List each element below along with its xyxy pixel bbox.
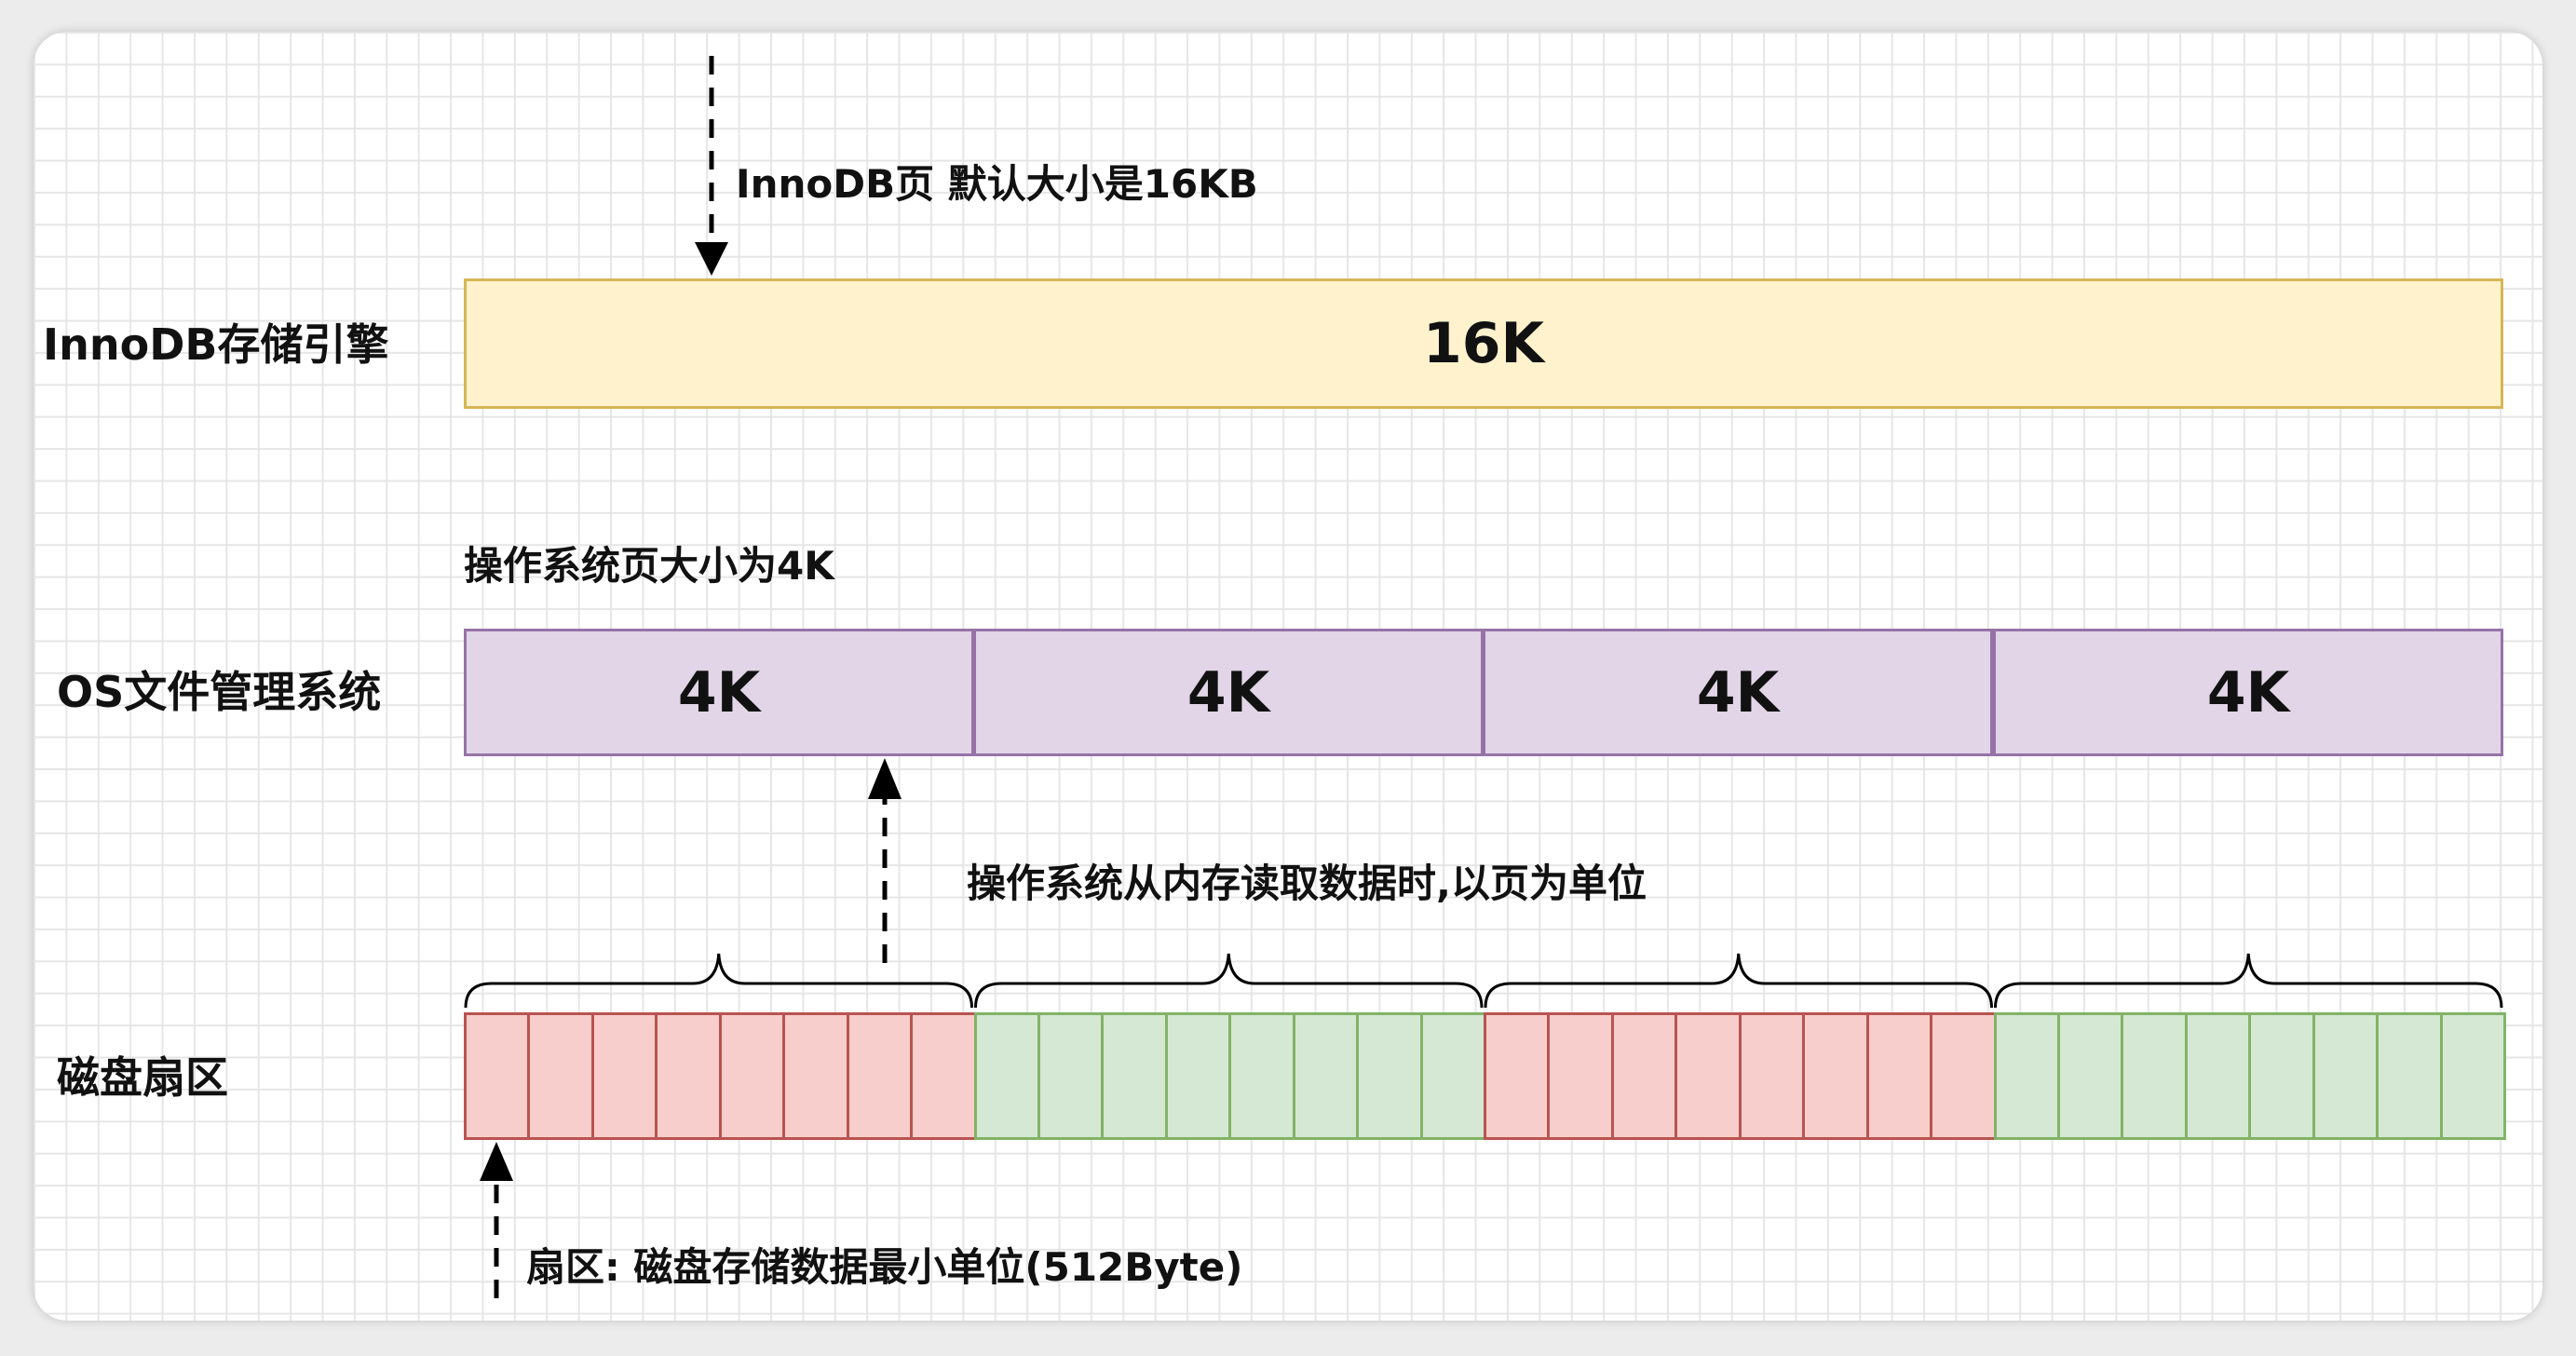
sector-group-brace: [464, 953, 973, 1009]
disk-sector-cell: [1930, 1012, 1997, 1140]
note-sector-definition: 扇区: 磁盘存储数据最小单位(512Byte): [526, 1244, 1243, 1290]
note-innodb-page-size: InnoDB页 默认大小是16KB: [736, 161, 1258, 207]
sector-group-brace: [1484, 953, 1993, 1009]
diagram-canvas: InnoDB存储引擎 OS文件管理系统 磁盘扇区 InnoDB页 默认大小是16…: [34, 32, 2542, 1321]
disk-sector-cell: [464, 1012, 531, 1140]
disk-sector-cell: [973, 1012, 1040, 1140]
os-page-block: 4K: [464, 629, 974, 756]
innodb-page-block: 16K: [464, 278, 2503, 409]
disk-sector-cell: [2056, 1012, 2124, 1140]
label-os-file-system: OS文件管理系统: [57, 667, 382, 717]
disk-sector-cell: [2439, 1012, 2506, 1140]
disk-sector-cell: [527, 1012, 594, 1140]
disk-sector-cell: [1865, 1012, 1933, 1140]
disk-sector-cell: [2121, 1012, 2188, 1140]
os-page-label: 4K: [1696, 659, 1780, 725]
innodb-page-size-label: 16K: [1423, 311, 1544, 376]
sector-group-brace: [1994, 953, 2503, 1009]
disk-sector-cell: [1484, 1012, 1551, 1140]
disk-sector-cell: [1738, 1012, 1806, 1140]
disk-sector-cell: [1356, 1012, 1423, 1140]
disk-sector-cell: [1547, 1012, 1614, 1140]
note-os-page-size: 操作系统页大小为4K: [464, 543, 834, 589]
sector-group-brace: [974, 953, 1484, 1009]
os-page-label: 4K: [2206, 659, 2290, 725]
disk-sector-cell: [1610, 1012, 1678, 1140]
disk-sector-cell: [1292, 1012, 1360, 1140]
disk-sector-cell: [655, 1012, 722, 1140]
disk-sector-cell: [1101, 1012, 1168, 1140]
disk-sector-cell: [1802, 1012, 1869, 1140]
disk-sector-cell: [2312, 1012, 2379, 1140]
disk-sector-cell: [718, 1012, 786, 1140]
disk-sector-cell: [1228, 1012, 1295, 1140]
note-os-read-by-page: 操作系统从内存读取数据时,以页为单位: [967, 861, 1647, 906]
disk-sector-cell: [1164, 1012, 1232, 1140]
disk-sector-cell: [1674, 1012, 1742, 1140]
arrow-os-read: [868, 758, 902, 963]
os-page-block: 4K: [1993, 629, 2503, 756]
os-page-block: 4K: [973, 629, 1484, 756]
disk-sector-cell: [1419, 1012, 1486, 1140]
disk-sector-cell: [2184, 1012, 2252, 1140]
arrow-innodb-page: [695, 56, 728, 276]
disk-sector-cell: [910, 1012, 977, 1140]
disk-sector-cell: [590, 1012, 658, 1140]
disk-sector-cell: [2248, 1012, 2315, 1140]
disk-sector-cell: [2376, 1012, 2443, 1140]
os-page-label: 4K: [677, 659, 761, 725]
disk-sector-cell: [1993, 1012, 2060, 1140]
disk-sector-cell: [1037, 1012, 1105, 1140]
sector-group-braces: [464, 953, 2503, 1009]
label-innodb-engine: InnoDB存储引擎: [43, 319, 389, 370]
disk-sector-cell: [846, 1012, 914, 1140]
arrow-sector: [480, 1142, 513, 1298]
os-page-label: 4K: [1186, 659, 1270, 725]
os-page-block: 4K: [1483, 629, 1993, 756]
label-disk-sector: 磁盘扇区: [57, 1052, 228, 1103]
disk-sector-cell: [782, 1012, 849, 1140]
